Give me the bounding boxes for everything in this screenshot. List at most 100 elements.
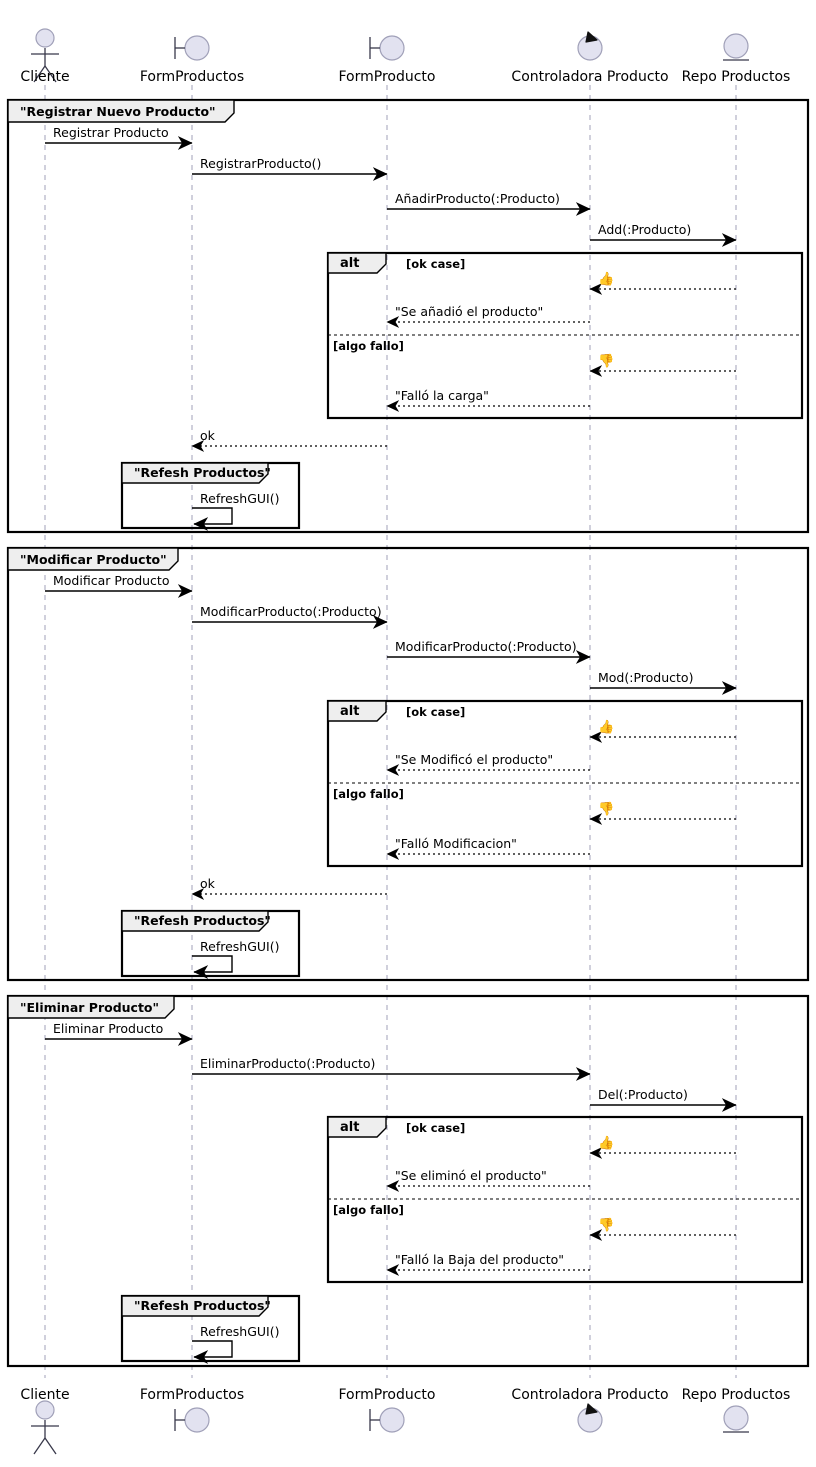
participant-formprod-foot[interactable]: FormProducto (339, 1387, 436, 1433)
thumbs-up-icon: 👍 (598, 719, 614, 735)
fragment-modificar-title-tab-shape (7, 547, 179, 571)
message-return[interactable]: ok (191, 876, 387, 900)
message-label: AñadirProducto(:Producto) (395, 191, 560, 206)
message-label: Mod(:Producto) (598, 670, 693, 685)
message-label: Add(:Producto) (598, 222, 691, 237)
alt-guard-fail: [algo fallo] (333, 1203, 404, 1217)
message-return[interactable]: 👍 (589, 1135, 736, 1159)
participant-formprods-foot[interactable]: FormProductos (140, 1387, 244, 1433)
participant-label-cliente: Cliente (20, 69, 69, 85)
participant-repoprods-foot[interactable]: Repo Productos (682, 1387, 791, 1433)
message-return[interactable]: 👎 (589, 353, 736, 377)
fragment-registrar-title-tab-shape (7, 99, 235, 123)
message-label: "Se eliminó el producto" (395, 1168, 547, 1183)
participant-formprods-head[interactable]: FormProductos (140, 35, 244, 85)
message-label: "Falló Modificacion" (395, 836, 517, 851)
stick-figure-actor-icon (31, 28, 59, 83)
self-message-label: RefreshGUI() (200, 491, 279, 506)
nested-fragment-title-registrar-label: "Refesh Productos" (134, 465, 271, 480)
fragment-modificar: "Modificar Producto" (6, 546, 810, 982)
participant-cliente-foot[interactable]: Cliente (20, 1387, 70, 1455)
message-label: ModificarProducto(:Producto) (395, 639, 577, 654)
boundary-icon (369, 1407, 405, 1433)
control-icon (577, 1403, 603, 1433)
message-return[interactable]: "Falló la Baja del producto" (386, 1252, 590, 1276)
message-label: ok (200, 428, 216, 443)
message-call[interactable]: Registrar Producto (45, 125, 193, 150)
participant-label-formprods: FormProductos (140, 69, 244, 85)
fragment-eliminar-title-label: "Eliminar Producto" (20, 1000, 159, 1015)
fragments-group: "Registrar Nuevo Producto"alt[ok case][a… (6, 98, 810, 1368)
fragment-border (6, 994, 810, 1368)
participant-cliente-head[interactable]: Cliente (20, 28, 70, 85)
message-return[interactable]: ok (191, 428, 387, 452)
participant-controlprod-head[interactable]: Controladora Producto (511, 31, 669, 85)
message-label: RegistrarProducto() (200, 156, 321, 171)
message-label: Eliminar Producto (53, 1021, 163, 1036)
fragment-modificar-title-label: "Modificar Producto" (20, 552, 167, 567)
self-message-label: RefreshGUI() (200, 939, 279, 954)
thumbs-down-icon: 👎 (598, 1217, 614, 1233)
message-call[interactable]: Eliminar Producto (45, 1021, 193, 1046)
message-call[interactable]: RegistrarProducto() (192, 156, 388, 181)
message-return[interactable]: 👍 (589, 719, 736, 743)
message-call[interactable]: Add(:Producto) (590, 222, 737, 247)
fragment-border (6, 546, 810, 982)
self-message-label: RefreshGUI() (200, 1324, 279, 1339)
message-label: ModificarProducto(:Producto) (200, 604, 382, 619)
control-icon (577, 31, 603, 61)
message-return[interactable]: 👎 (589, 801, 736, 825)
message-label: "Falló la Baja del producto" (395, 1252, 564, 1267)
participant-label-controlprod: Controladora Producto (511, 69, 668, 85)
alt-fragment-registrar: alt[ok case][algo fallo] (326, 251, 804, 420)
participant-label-cliente: Cliente (20, 1387, 69, 1403)
participant-controlprod-foot[interactable]: Controladora Producto (511, 1387, 669, 1433)
message-return[interactable]: 👍 (589, 271, 736, 295)
participant-formprod-head[interactable]: FormProducto (339, 35, 436, 85)
alt-fragment-eliminar: alt[ok case][algo fallo] (326, 1115, 804, 1284)
message-return[interactable]: 👎 (589, 1217, 736, 1241)
nested-fragment-title-modificar-label: "Refesh Productos" (134, 913, 271, 928)
thumbs-down-icon: 👎 (598, 801, 614, 817)
message-return[interactable]: "Se añadió el producto" (386, 304, 590, 328)
self-message[interactable]: RefreshGUI() (192, 1324, 279, 1364)
message-call[interactable]: Del(:Producto) (590, 1087, 737, 1112)
alt-guard-ok: [ok case] (406, 705, 465, 719)
message-label: "Se añadió el producto" (395, 304, 543, 319)
message-call[interactable]: ModificarProducto(:Producto) (387, 639, 591, 664)
message-label: Del(:Producto) (598, 1087, 688, 1102)
alt-guard-fail: [algo fallo] (333, 787, 404, 801)
message-call[interactable]: Mod(:Producto) (590, 670, 737, 695)
participant-repoprods-head[interactable]: Repo Productos (682, 33, 791, 85)
fragment-eliminar-title-tab-shape (7, 995, 175, 1019)
self-message[interactable]: RefreshGUI() (192, 491, 279, 531)
message-return[interactable]: "Falló Modificacion" (386, 836, 590, 860)
boundary-icon (174, 1407, 210, 1433)
nested-fragment-title-eliminar-tab-shape (121, 1295, 269, 1317)
message-return[interactable]: "Se Modificó el producto" (386, 752, 590, 776)
self-message[interactable]: RefreshGUI() (192, 939, 279, 979)
message-label: Registrar Producto (53, 125, 169, 140)
fragment-border (6, 98, 810, 534)
message-call[interactable]: EliminarProducto(:Producto) (192, 1056, 591, 1081)
nested-fragment-title-registrar-tab-shape (121, 462, 269, 484)
message-call[interactable]: ModificarProducto(:Producto) (192, 604, 388, 629)
message-return[interactable]: "Se eliminó el producto" (386, 1168, 590, 1192)
fragment-eliminar: "Eliminar Producto" (6, 994, 810, 1368)
alt-fragment-modificar: alt[ok case][algo fallo] (326, 699, 804, 868)
participant-label-formprods: FormProductos (140, 1387, 244, 1403)
thumbs-down-icon: 👎 (598, 353, 614, 369)
message-call[interactable]: Modificar Producto (45, 573, 193, 598)
boundary-icon (174, 35, 210, 61)
alt-operator-eliminar-tab-shape (327, 1116, 387, 1138)
fragment-registrar: "Registrar Nuevo Producto" (6, 98, 810, 534)
nested-fragment-title-modificar-tab-shape (121, 910, 269, 932)
nested-fragment-refresh-registrar: "Refesh Productos" (120, 461, 301, 530)
entity-icon (723, 1405, 749, 1433)
participant-label-formprod: FormProducto (339, 69, 436, 85)
boundary-icon (369, 35, 405, 61)
message-call[interactable]: AñadirProducto(:Producto) (387, 191, 591, 216)
message-return[interactable]: "Falló la carga" (386, 388, 590, 412)
